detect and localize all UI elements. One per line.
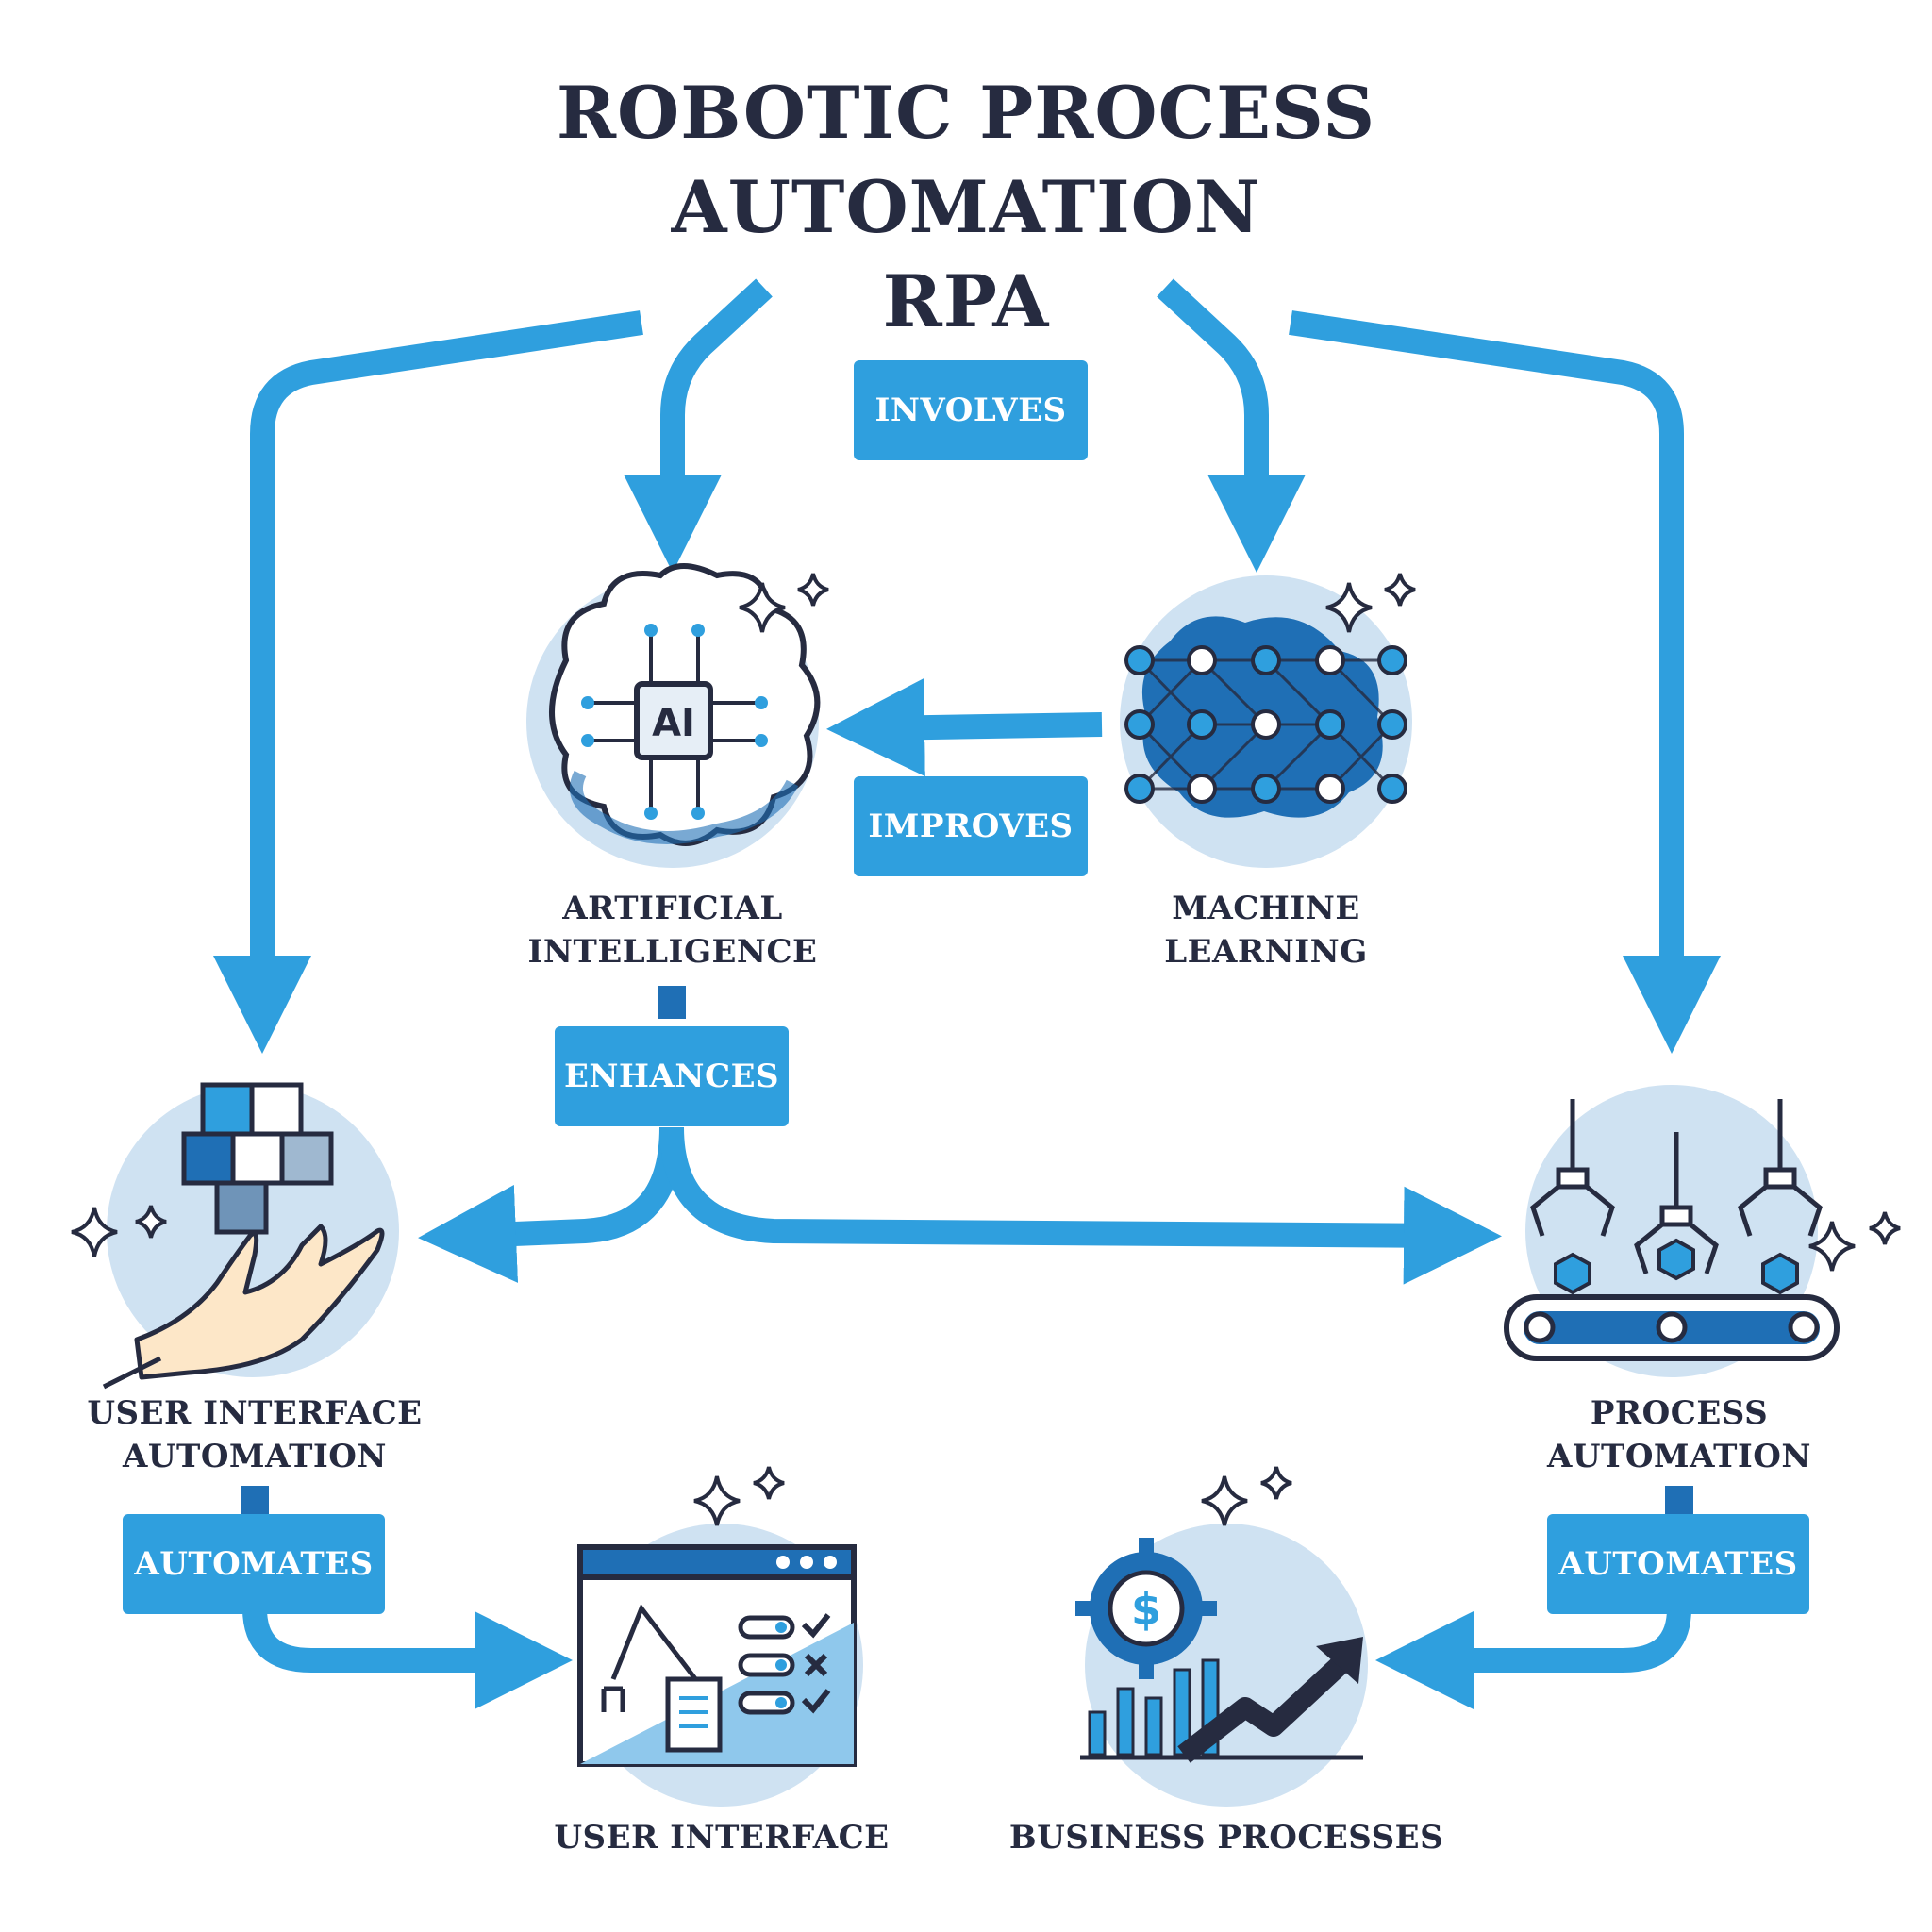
arrow-rpa-to-process-automation bbox=[1289, 310, 1721, 1054]
title-line-3: RPA bbox=[882, 259, 1050, 343]
arrow-rpa-to-ui-automation bbox=[213, 310, 643, 1054]
process-automates-connector bbox=[1665, 1486, 1693, 1514]
automates-right-tag: AUTOMATES bbox=[1547, 1514, 1809, 1614]
ui-automation-label-line1: USER INTERFACE bbox=[87, 1394, 423, 1432]
business-processes-label: BUSINESS PROCESSES bbox=[1008, 1819, 1444, 1857]
brain-chip-icon: AI bbox=[526, 563, 821, 868]
ai-label: ARTIFICIAL INTELLIGENCE bbox=[484, 887, 861, 974]
arrow-rpa-to-ai bbox=[624, 278, 773, 573]
ai-label-line2: INTELLIGENCE bbox=[527, 933, 818, 971]
ai-enhances-connector bbox=[658, 986, 686, 1019]
arrow-ui-automation-to-user-interface bbox=[242, 1607, 573, 1709]
user-interface-label: USER INTERFACE bbox=[554, 1819, 890, 1857]
process-automation-label: PROCESS AUTOMATION bbox=[1462, 1391, 1896, 1478]
robot-arm-window-icon bbox=[577, 1524, 863, 1807]
arrow-rpa-to-ml bbox=[1157, 278, 1306, 573]
arrow-process-automation-to-business-processes bbox=[1375, 1607, 1691, 1709]
improves-tag: IMPROVES bbox=[854, 776, 1088, 876]
ml-label: MACHINE LEARNING bbox=[1077, 887, 1455, 974]
arrow-ml-to-ai bbox=[826, 678, 1103, 777]
arrow-enhances-to-ui-automation bbox=[418, 1126, 684, 1283]
sparkle-icons bbox=[71, 573, 1901, 1526]
dollar-gear-growth-icon: $ bbox=[1075, 1524, 1368, 1807]
automates-left-tag: AUTOMATES bbox=[123, 1514, 385, 1614]
ui-automation-label-line2: AUTOMATION bbox=[122, 1438, 387, 1475]
ml-label-line2: LEARNING bbox=[1164, 933, 1368, 971]
svg-text:$: $ bbox=[1131, 1584, 1161, 1635]
arrow-enhances-to-process-automation bbox=[659, 1126, 1502, 1285]
ai-chip-label: AI bbox=[652, 702, 695, 745]
involves-tag: INVOLVES bbox=[854, 360, 1088, 460]
title-line-1: ROBOTIC PROCESS bbox=[556, 71, 1376, 155]
ui-automation-label: USER INTERFACE AUTOMATION bbox=[38, 1391, 472, 1478]
ml-label-line1: MACHINE bbox=[1172, 890, 1360, 927]
title-line-2: AUTOMATION bbox=[671, 165, 1261, 249]
process-automation-label-line2: AUTOMATION bbox=[1546, 1438, 1811, 1475]
process-automation-label-line1: PROCESS bbox=[1590, 1394, 1769, 1432]
ai-label-line1: ARTIFICIAL bbox=[562, 890, 783, 927]
robot-conveyor-icon bbox=[1504, 1085, 1840, 1377]
hand-cubes-icon bbox=[102, 1082, 399, 1390]
enhances-tag: ENHANCES bbox=[555, 1026, 789, 1126]
neural-network-icon bbox=[1120, 575, 1412, 868]
ui-automates-connector bbox=[241, 1486, 269, 1514]
